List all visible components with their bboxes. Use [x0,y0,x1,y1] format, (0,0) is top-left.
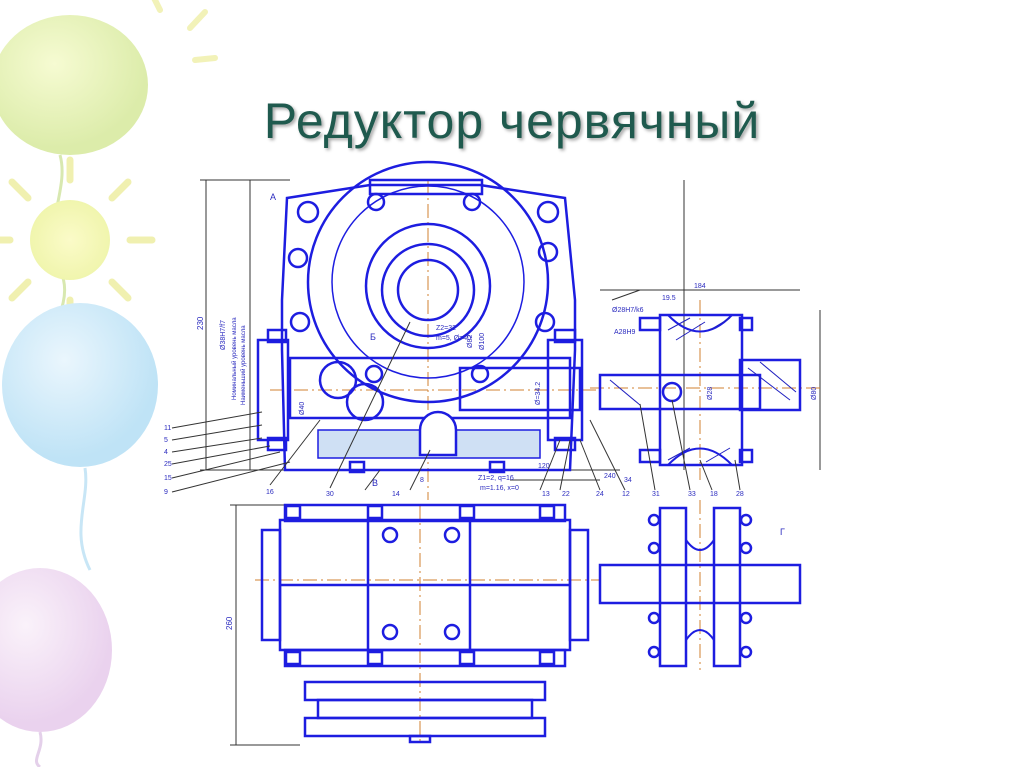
section-label: Б [370,332,376,342]
callout-number: 25 [164,461,172,468]
dim-label: Ø40 [299,402,306,415]
callout-number: 24 [596,491,604,498]
callout-number: 14 [392,491,400,498]
section-label: А [270,192,276,202]
dim-label: Ø38H7/f7 [220,320,227,350]
gearbox-plan-view [260,503,802,744]
dim-label: Номинальный уровень масла [231,317,238,400]
sun-top-icon [151,0,218,63]
dim-label: 230 [196,316,205,330]
dim-label: Ø100 [479,333,486,350]
dim-label: 240 [604,473,616,480]
callout-number: 30 [326,491,334,498]
balloon-blue-icon [2,303,158,571]
bolt-icon [284,504,556,666]
dim-label: 260 [225,616,234,630]
dim-label: Наименьший уровень масла [240,325,247,405]
callout-number: 22 [562,491,570,498]
dim-label: Ø28 [707,387,714,400]
callout-number: 5 [164,437,168,444]
dim-label: Ø80 [811,387,818,400]
dim-label: Ø82 [467,335,474,348]
callout-number: 15 [164,475,172,482]
dim-label: 184 [694,283,706,290]
dim-label: Z2=32 [436,325,456,332]
callout-number: 16 [266,489,274,496]
gearbox-front-view [256,160,584,474]
dim-label: Ø=34.2 [535,382,542,405]
callout-number: 18 [710,491,718,498]
dim-label: А28H9 [614,329,636,336]
callout-number: 34 [624,477,632,484]
drawing-labels: Ø38H7/f7 Номинальный уровень масла Наиме… [164,192,818,630]
coupling-hatch [609,317,797,463]
dim-label: 120 [538,463,550,470]
slide-title: Редуктор червячный [263,93,761,149]
dim-label: Z1=2, q=16 [478,475,514,482]
dim-label: Ø28H7/k6 [612,307,644,314]
dim-label: m=5, Ø=40 [436,335,471,342]
callout-number: 13 [542,491,550,498]
callout-number: 11 [164,425,171,432]
view-arrow-label: Г [780,527,785,537]
sun-icon [0,156,156,326]
callout-number: 4 [164,449,168,456]
callout-number: 33 [688,491,696,498]
callout-leaders [171,289,741,493]
bolt-icon [287,192,560,384]
balloon-pink-icon [0,568,112,767]
dim-label: m=1.16, x=0 [480,485,519,492]
section-label: В [372,478,378,488]
callout-number: 28 [736,491,744,498]
callout-number: 12 [622,491,630,498]
callout-number: 8 [420,477,424,484]
callout-number: 9 [164,489,168,496]
callout-number: 31 [652,491,660,498]
dim-label: 19.5 [662,295,676,302]
